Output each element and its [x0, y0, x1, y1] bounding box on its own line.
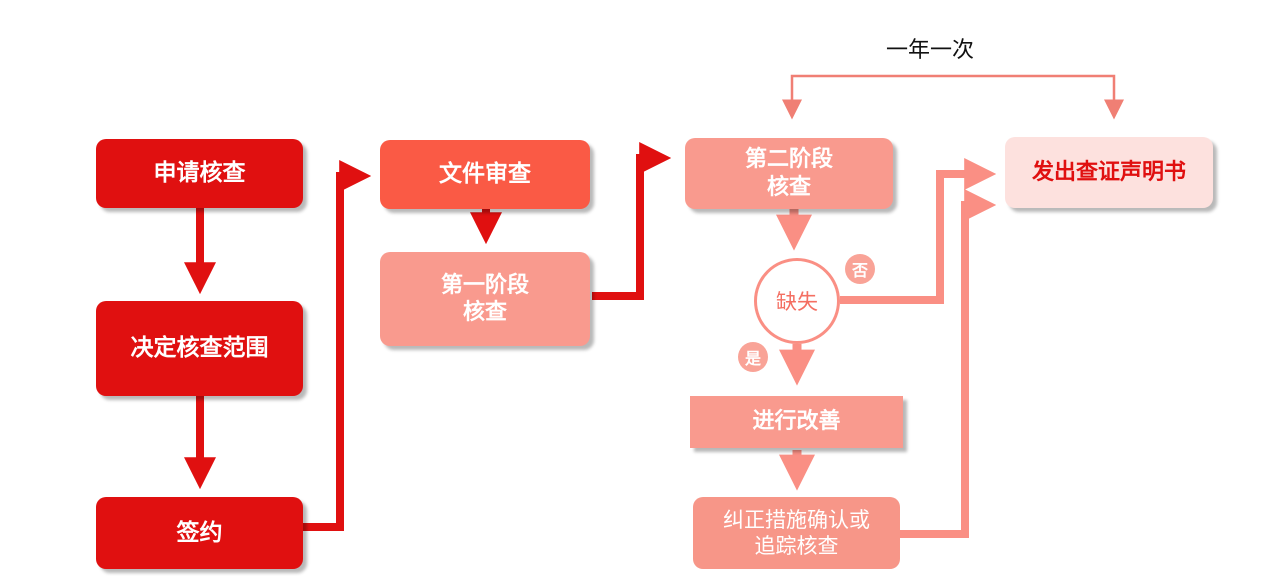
step-sign-contract: 签约: [96, 497, 303, 569]
decision-gap: 缺失: [754, 258, 840, 344]
step-stage2-verification: 第二阶段 核查: [685, 138, 893, 209]
arrow-annual-loop-right: [925, 74, 1124, 120]
step-stage1-verification: 第一阶段 核查: [380, 252, 590, 346]
step-apply-verification: 申请核查: [96, 139, 303, 208]
step-improvement: 进行改善: [690, 396, 903, 448]
step-corrective-action-verification: 纠正措施确认或 追踪核查: [693, 497, 900, 569]
arrow-annual-loop-left: [782, 74, 925, 120]
arrow-gap-no-to-issue: [840, 158, 997, 304]
step-document-review: 文件审查: [380, 140, 590, 209]
step-issue-verification-statement: 发出查证声明书: [1005, 137, 1213, 208]
arrow-verify-to-issue: [900, 189, 997, 538]
branch-yes-badge: 是: [738, 342, 768, 372]
step-determine-scope: 决定核查范围: [96, 301, 303, 396]
arrow-sign-to-doc-review: [303, 160, 372, 531]
annual-frequency-label: 一年一次: [886, 38, 975, 63]
arrow-stage1-to-stage2: [592, 142, 672, 300]
branch-no-badge: 否: [845, 254, 875, 284]
